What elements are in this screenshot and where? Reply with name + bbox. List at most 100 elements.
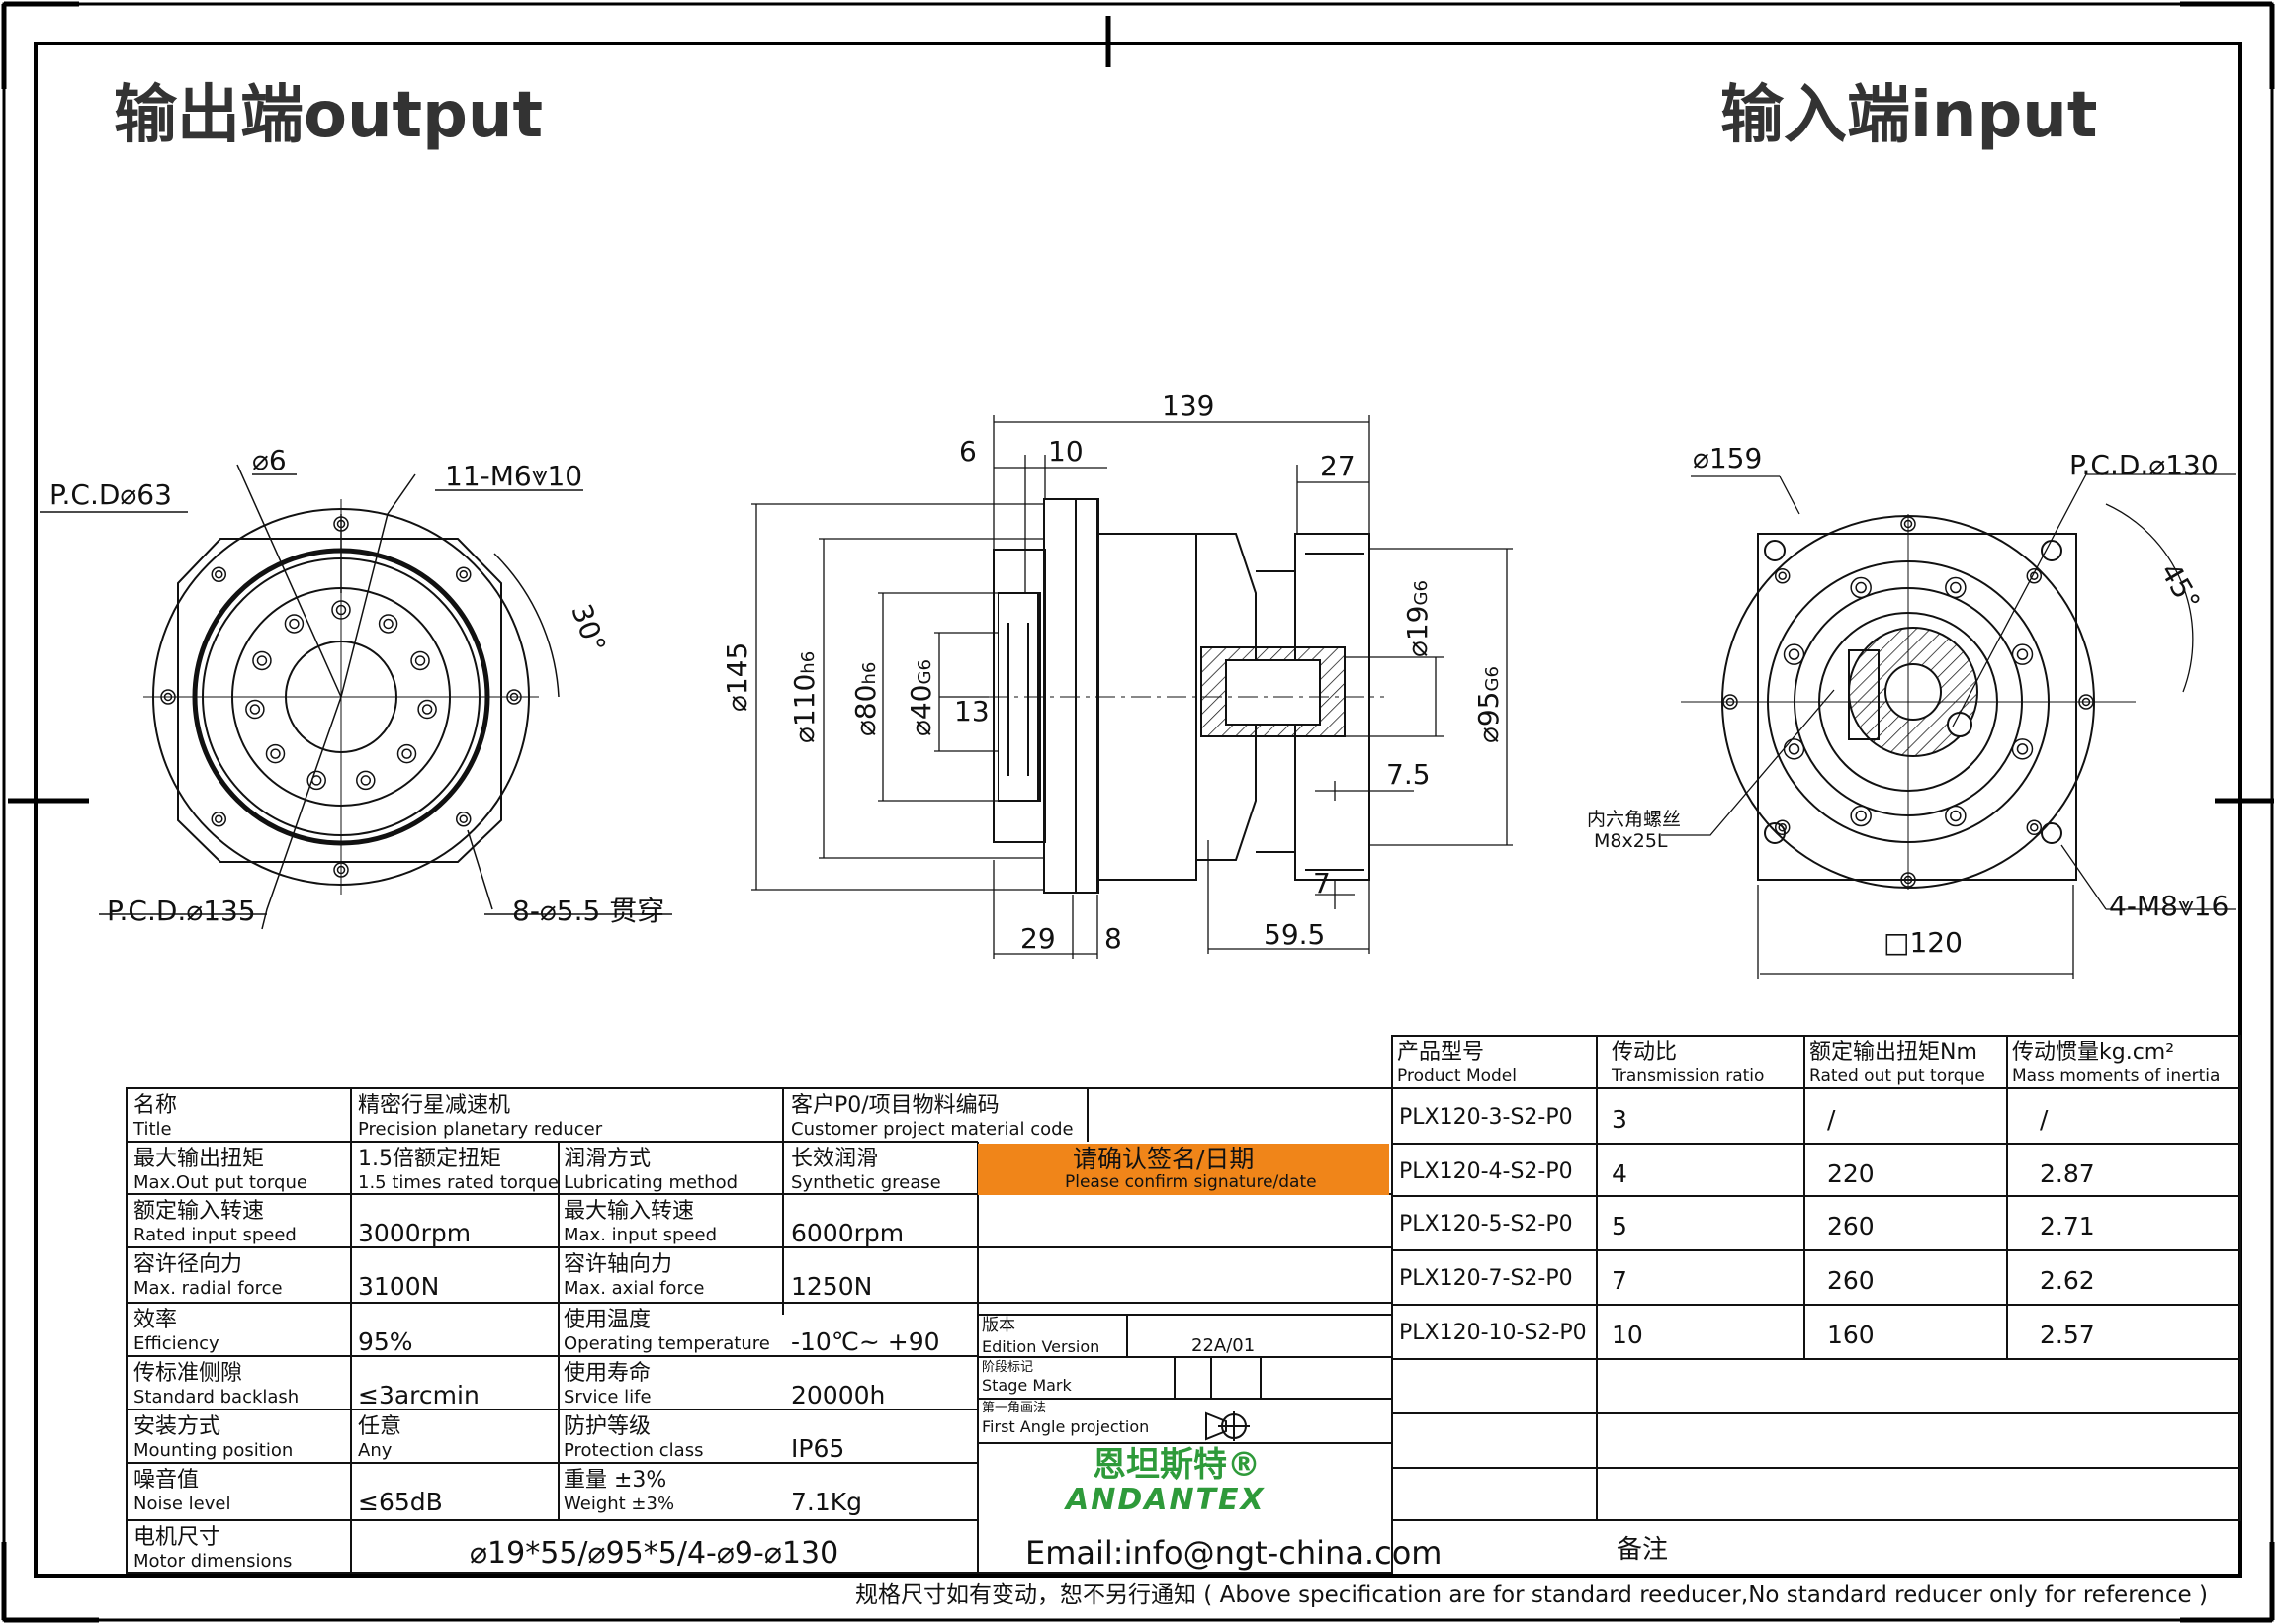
confirm-banner: [978, 1144, 1389, 1195]
model-cell: /: [2040, 1105, 2049, 1134]
model-header-cn: 传动比: [1612, 1040, 1678, 1065]
output-through-hole: [211, 811, 227, 827]
spec-cell-en: Efficiency: [133, 1333, 219, 1354]
output-through-hole: [211, 566, 227, 583]
output-through-hole: [506, 689, 522, 705]
remark-label: 备注: [1617, 1535, 1669, 1565]
model-cell: 260: [1827, 1212, 1875, 1240]
spec-cell-en: Precision planetary reducer: [358, 1119, 603, 1140]
output-through-hole: [333, 862, 349, 878]
model-cell: 2.87: [2040, 1159, 2095, 1188]
model-cell: 4: [1612, 1159, 1627, 1188]
output-thread-hole: [410, 650, 430, 671]
spec-cell-en: Max. axial force: [564, 1278, 705, 1299]
input-outer-hole: [1774, 567, 1791, 584]
model-cell: PLX120-10-S2-P0: [1399, 1321, 1587, 1345]
spec-cell-en: Max. input speed: [564, 1225, 718, 1245]
thread4-label: 4-M8⩔16: [2109, 890, 2230, 922]
model-header-en: Mass moments of inertia: [2012, 1067, 2221, 1086]
diameter-80: ⌀80h6: [849, 661, 882, 736]
output-thread-hole: [331, 600, 351, 620]
length-139: 139: [1162, 389, 1215, 422]
spec-cell-cn: 客户P0/项目物料编码: [791, 1093, 1000, 1118]
output-thread-hole: [252, 650, 272, 671]
output-thread-hole-core: [335, 604, 347, 616]
spec-cell-cn: 任意: [358, 1414, 402, 1439]
model-cell: 10: [1612, 1321, 1643, 1349]
length-7-5: 7.5: [1386, 758, 1431, 791]
input-flange-hole-core: [1855, 810, 1867, 822]
output-through-hole-core: [459, 570, 468, 579]
spec-table-grid: [126, 1035, 2241, 1574]
output-through-hole-core: [336, 865, 346, 875]
spec-cell-cn: 噪音值: [133, 1468, 200, 1493]
spec-cell-en: Weight ±3%: [564, 1494, 675, 1514]
spec-cell-cn: 精密行星减速机: [358, 1093, 511, 1118]
model-cell: 260: [1827, 1266, 1875, 1295]
input-flange-hole: [1945, 576, 1967, 599]
input-flange-hole-core: [2016, 743, 2029, 755]
input-flange-hole-core: [1788, 648, 1800, 660]
output-thread-hole-core: [289, 618, 300, 630]
output-thread-hole-core: [414, 655, 426, 666]
brand-cn: 恩坦斯特®: [1093, 1445, 1261, 1485]
output-through-hole: [455, 566, 472, 583]
model-cell: PLX120-7-S2-P0: [1399, 1266, 1573, 1291]
projection-en: First Angle projection: [982, 1417, 1150, 1436]
footer-note: 规格尺寸如有变动，恕不另行通知 ( Above specification ar…: [855, 1582, 2208, 1608]
input-flange-hole-core: [1950, 581, 1962, 594]
output-thread-hole-core: [360, 775, 372, 786]
output-thread-hole: [396, 743, 417, 764]
length-27: 27: [1320, 450, 1356, 482]
output-thread-hole-core: [270, 748, 281, 759]
model-cell: 5: [1612, 1212, 1627, 1240]
email-text: Email:info@ngt-china.com: [1025, 1534, 1443, 1572]
input-flange-hole-core: [1950, 810, 1962, 822]
model-cell: 2.57: [2040, 1321, 2095, 1349]
input-outer-hole-core: [1778, 823, 1787, 832]
input-flange-hole: [1783, 738, 1805, 760]
spec-cell-en: Srvice life: [564, 1387, 652, 1408]
output-thread-hole: [378, 614, 398, 634]
output-thread-hole-core: [383, 618, 394, 630]
spec-cell-cn: 1.5倍额定扭矩: [358, 1147, 501, 1171]
spec-cell-cn: 最大输出扭矩: [133, 1147, 265, 1171]
pcd63-label: P.C.D⌀63: [49, 478, 172, 511]
input-outer-hole-core: [1725, 697, 1735, 707]
spec-cell-en: Rated input speed: [133, 1225, 297, 1245]
input-flange-hole: [1850, 805, 1872, 827]
length-29: 29: [1020, 922, 1056, 955]
model-cell: 160: [1827, 1321, 1875, 1349]
model-cell: PLX120-3-S2-P0: [1399, 1105, 1573, 1130]
spec-cell-cn: 长效润滑: [791, 1147, 879, 1171]
output-thread-hole: [417, 699, 437, 720]
stage-en: Stage Mark: [982, 1376, 1072, 1395]
edition-value: 22A/01: [1191, 1335, 1256, 1356]
input-outer-hole: [2078, 694, 2094, 710]
input-outer-hole-core: [1903, 519, 1913, 529]
output-thread-hole: [306, 770, 326, 791]
input-flange-hole: [1850, 576, 1872, 599]
spec-cell-en: Title: [133, 1119, 172, 1140]
length-59-5: 59.5: [1264, 918, 1326, 951]
diameter-159: ⌀159: [1693, 442, 1763, 474]
spec-cell-cn: 名称: [133, 1093, 178, 1118]
model-cell: 3: [1612, 1105, 1627, 1134]
output-through-hole-core: [215, 814, 223, 823]
length-13: 13: [954, 695, 990, 727]
spec-cell-cn: 润滑方式: [564, 1147, 652, 1171]
model-cell: 220: [1827, 1159, 1875, 1188]
edition-cn: 版本: [982, 1316, 1015, 1335]
spec-cell-cn: 最大输入转速: [564, 1199, 695, 1224]
spec-cell-value: 1250N: [791, 1272, 873, 1301]
input-end-view: [1661, 473, 2236, 979]
spec-cell-en: Protection class: [564, 1440, 704, 1461]
output-thread-hole-core: [249, 704, 261, 715]
model-cell: PLX120-5-S2-P0: [1399, 1212, 1573, 1237]
spec-cell-en: Max. radial force: [133, 1278, 283, 1299]
spec-cell-en: Operating temperature: [564, 1333, 770, 1354]
output-heading: 输出端output: [114, 79, 544, 152]
